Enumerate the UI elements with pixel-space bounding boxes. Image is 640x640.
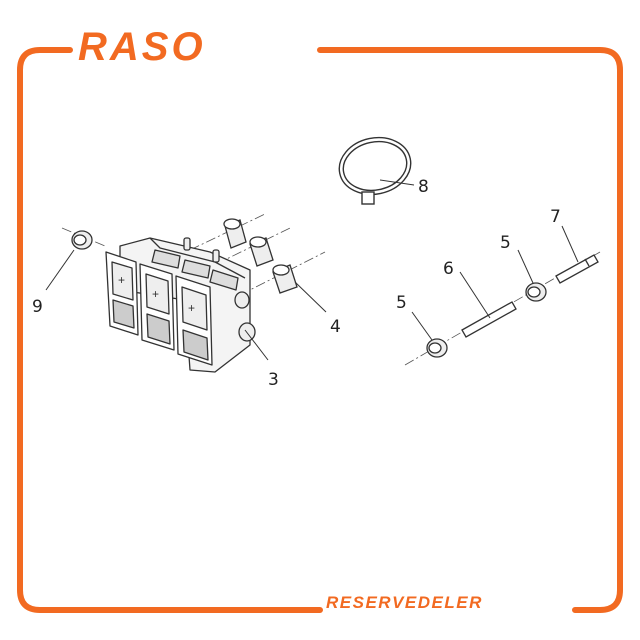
leader-lines bbox=[45, 179, 579, 361]
callout-7: 7 bbox=[550, 207, 561, 227]
nut-left bbox=[426, 338, 448, 358]
callout-3: 3 bbox=[268, 370, 279, 390]
svg-text:+: + bbox=[118, 273, 125, 287]
pin-short bbox=[555, 254, 599, 284]
callout-4: 4 bbox=[330, 317, 341, 337]
bushing-1 bbox=[223, 218, 247, 249]
switch-block-assembly: + + + bbox=[105, 237, 256, 373]
svg-text:+: + bbox=[152, 287, 159, 301]
raso-logo: RASO bbox=[78, 25, 206, 69]
orange-frame bbox=[17, 47, 623, 613]
callout-9: 9 bbox=[32, 297, 43, 317]
footer-brand: RESERVEDELER bbox=[326, 593, 483, 612]
callout-6: 6 bbox=[443, 259, 454, 279]
footer-text: RESERVEDELER bbox=[326, 593, 483, 612]
bushing-3 bbox=[272, 264, 298, 294]
callout-5-right: 5 bbox=[500, 233, 511, 253]
bushings bbox=[223, 218, 298, 294]
callouts: 9 3 4 8 7 6 5 5 bbox=[32, 177, 561, 390]
nut-right bbox=[525, 282, 547, 302]
bushing-2 bbox=[249, 236, 274, 267]
logo-text: RASO bbox=[78, 25, 206, 69]
pin-long bbox=[461, 301, 517, 338]
nut-9 bbox=[71, 230, 93, 250]
svg-text:+: + bbox=[188, 301, 195, 315]
callout-8: 8 bbox=[418, 177, 429, 197]
callout-5-left: 5 bbox=[396, 293, 407, 313]
retaining-ring bbox=[338, 136, 412, 205]
